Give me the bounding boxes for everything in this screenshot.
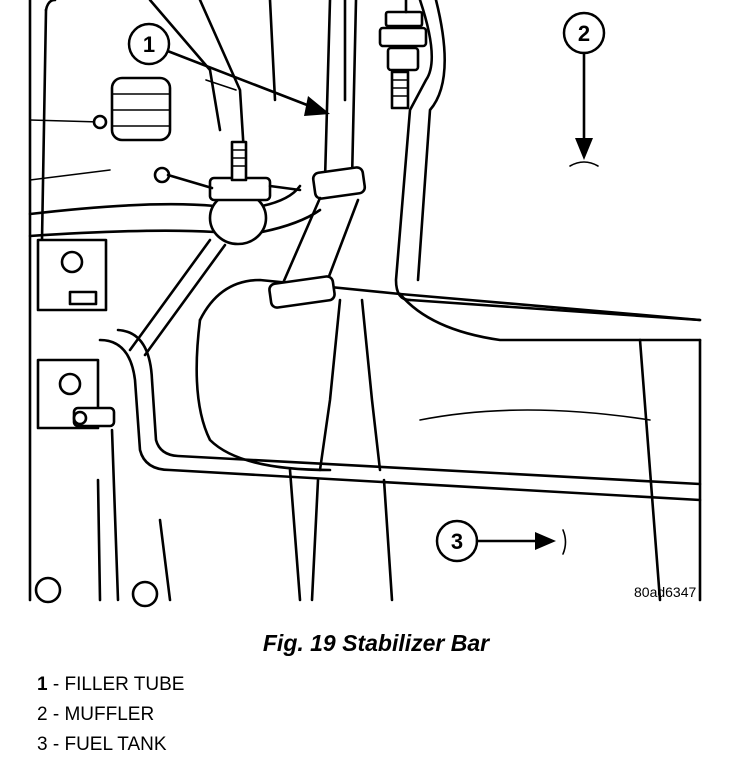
filler-tube [268, 0, 394, 602]
figure-caption: Fig. 19 Stabilizer Bar [262, 630, 490, 656]
left-frame-rail [28, 0, 120, 602]
legend-text: - FILLER TUBE [47, 674, 185, 695]
callout-3: 3 [435, 519, 567, 563]
callout-3-label: 3 [451, 529, 463, 554]
upper-left-damper [92, 0, 222, 142]
link-rod [72, 238, 227, 428]
callout-2-label: 2 [578, 21, 590, 46]
legend-number: 2 [37, 704, 48, 725]
stabilizer-bushing [153, 140, 302, 246]
mount-bracket [36, 238, 108, 430]
legend-text: - MUFFLER [47, 704, 155, 725]
callout-1-label: 1 [143, 32, 155, 57]
stabilizer-bar [28, 184, 702, 502]
stabilizer-bar-diagram: 1 2 3 [28, 0, 702, 608]
legend-item-filler-tube: 1 - FILLER TUBE [37, 674, 184, 696]
legend-item-muffler: 2 - MUFFLER [37, 704, 154, 726]
legend-text: - FUEL TANK [47, 734, 167, 755]
lower-bolts [34, 576, 159, 608]
callout-1: 1 [127, 22, 330, 116]
legend-number: 1 [37, 674, 48, 695]
callout-2: 2 [562, 11, 606, 167]
mounting-bolt [378, 0, 428, 110]
heat-shield [394, 0, 702, 322]
fuel-tank [158, 278, 702, 602]
image-reference-id: 80ad6347 [634, 584, 697, 600]
legend-number: 3 [37, 734, 48, 755]
legend-item-fuel-tank: 3 - FUEL TANK [37, 734, 167, 756]
